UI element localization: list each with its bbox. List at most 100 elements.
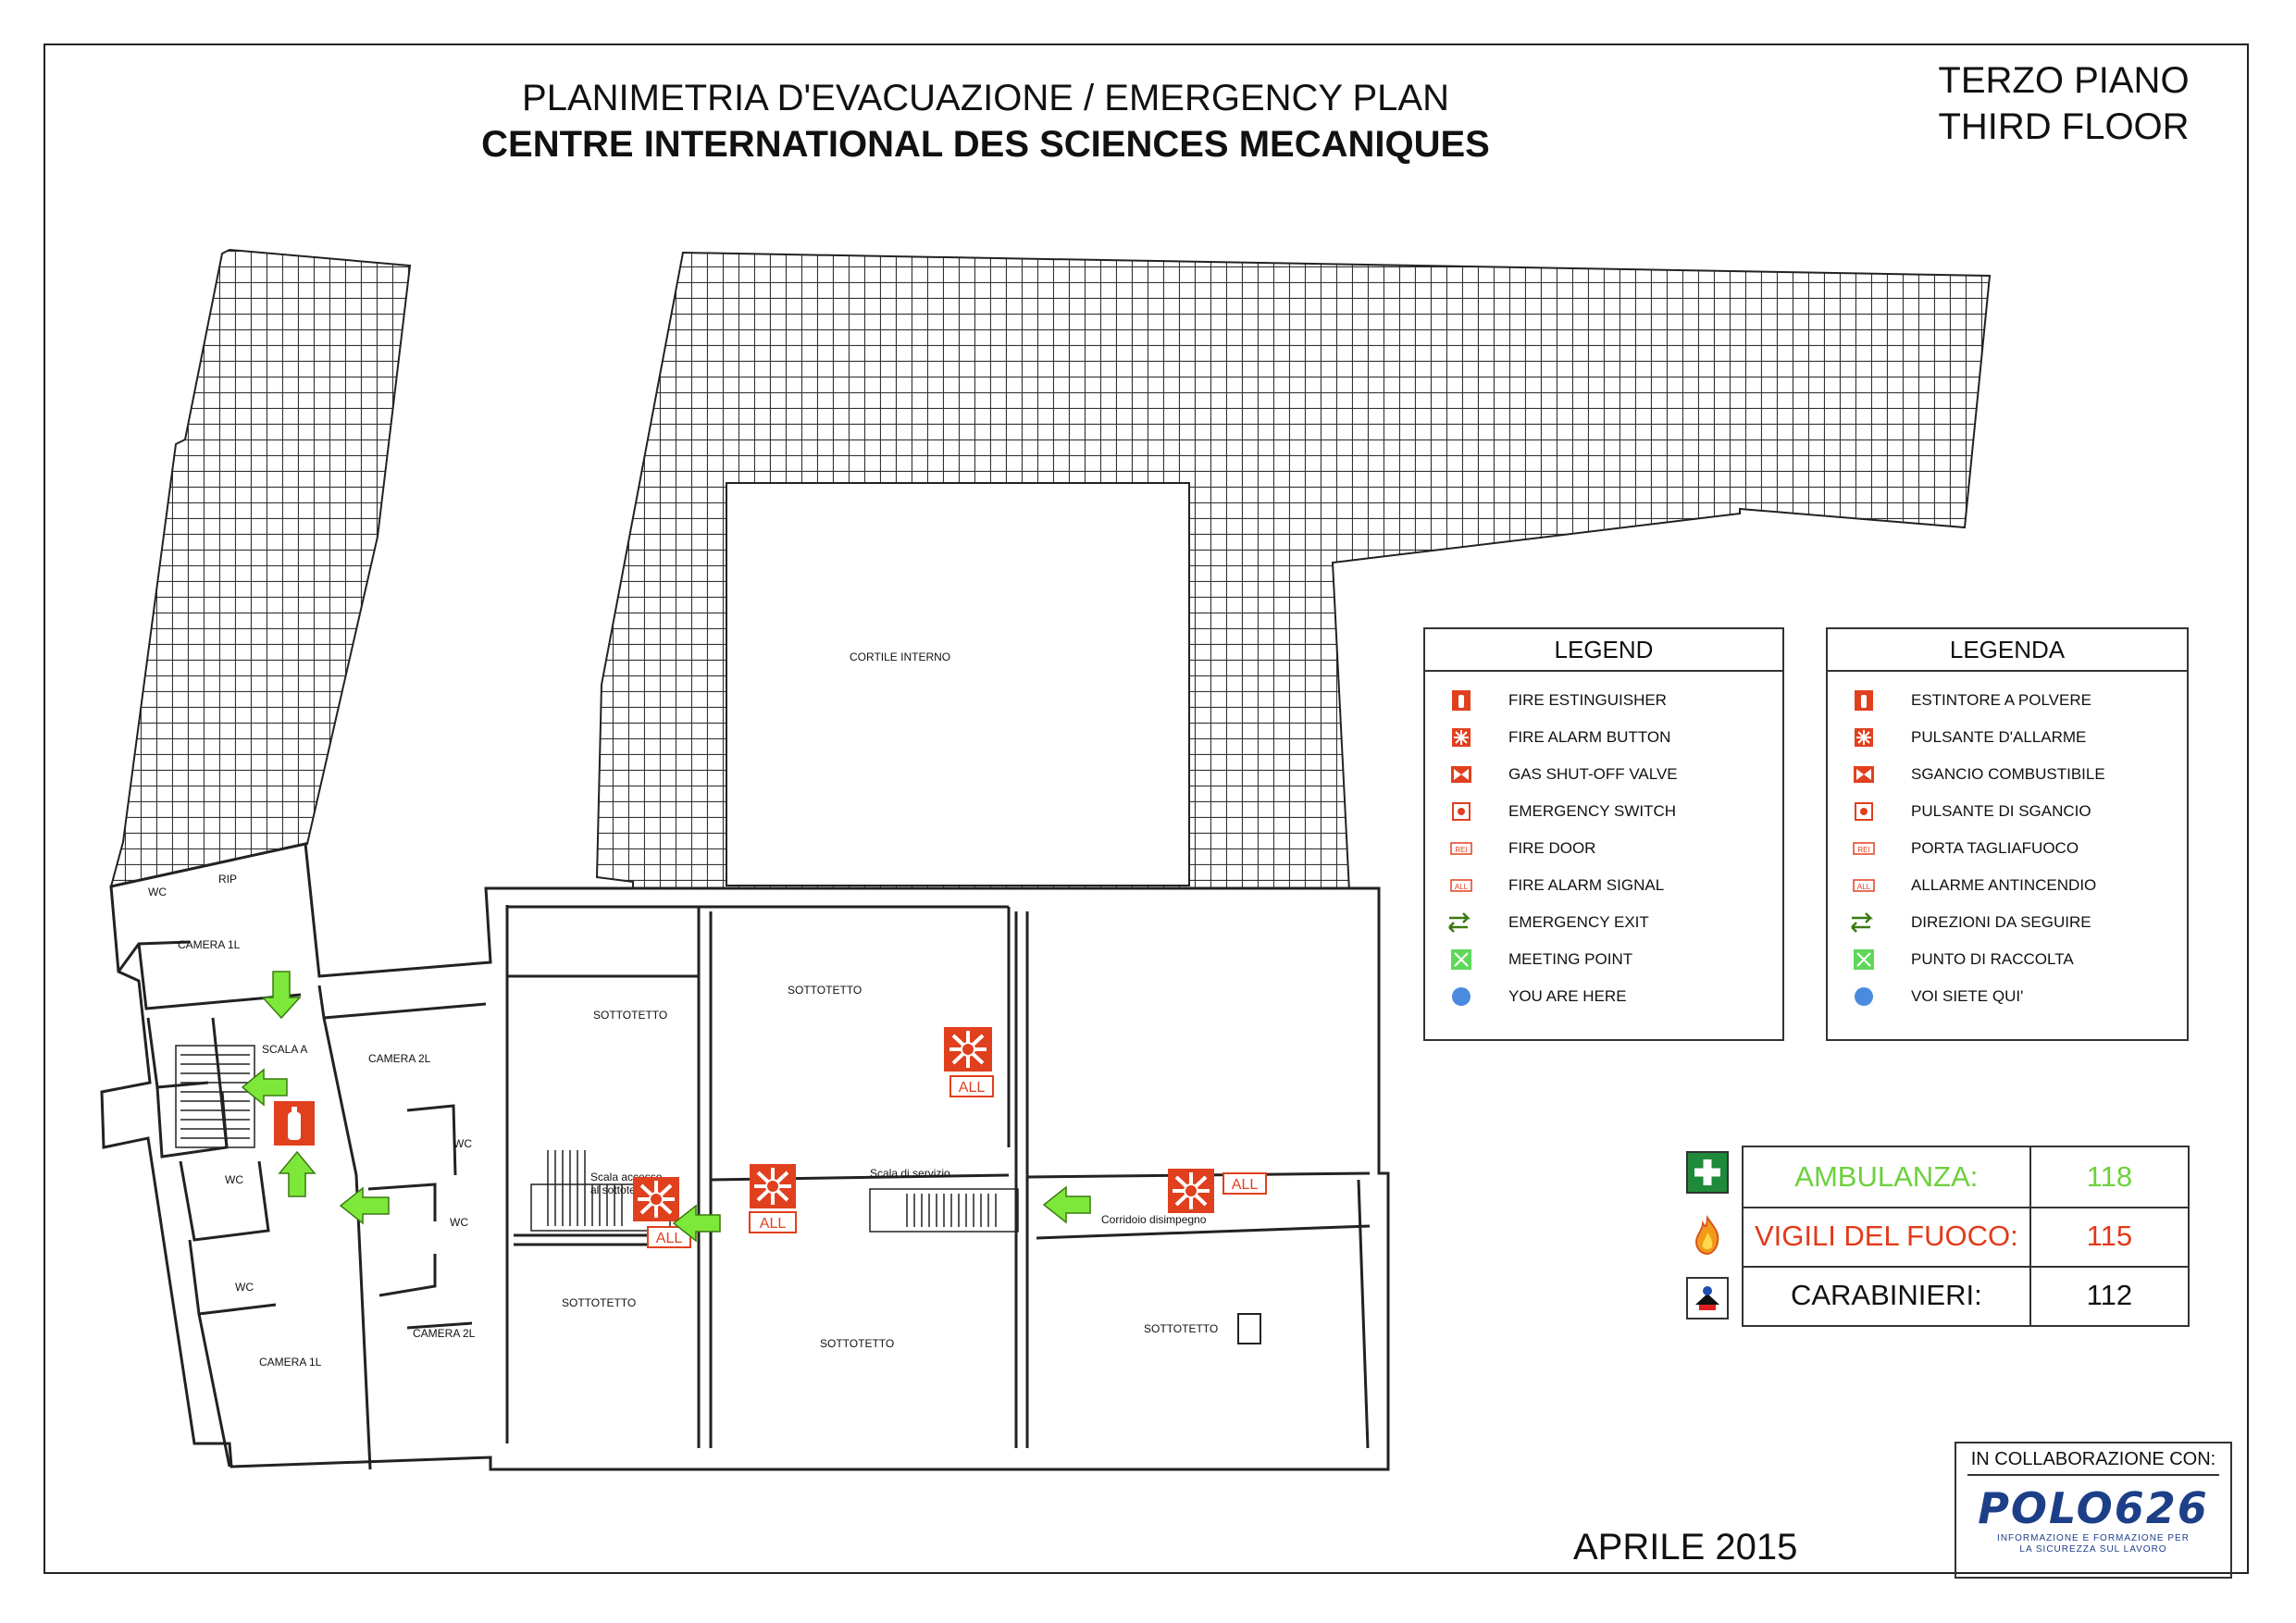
building-name: CENTRE INTERNATIONAL DES SCIENCES MECANI… [481, 124, 1490, 165]
emergency-row-fire-brigade: VIGILI DEL FUOCO: 115 [1744, 1207, 2188, 1268]
logo-subtitle: INFORMAZIONE E FORMAZIONE PER [1997, 1533, 2190, 1543]
stairs-service [869, 1188, 1019, 1233]
fire-extinguisher-icon [1850, 689, 1878, 712]
svg-text:REI: REI [1857, 846, 1869, 854]
you-are-here-icon [1850, 985, 1878, 1008]
room-label-sottotetto: SOTTOTETTO [820, 1337, 894, 1350]
svg-text:ALL: ALL [1857, 883, 1871, 891]
emergency-numbers-table: AMBULANZA: 118 VIGILI DEL FUOCO: 115 CAR… [1742, 1146, 2190, 1327]
room-label-wc: WC [225, 1173, 243, 1186]
courtyard [726, 482, 1190, 886]
fire-extinguisher-marker [274, 1101, 315, 1146]
legend-item: ESTINTORE A POLVERE [1828, 687, 2091, 714]
fire-alarm-signal-marker: ALL [949, 1075, 994, 1097]
exit-arrow-up [278, 1150, 316, 1197]
room-label-sottotetto: SOTTOTETTO [1144, 1322, 1218, 1335]
emergency-exit-arrows-icon [1850, 911, 1878, 934]
gas-valve-icon [1447, 763, 1475, 786]
floor-italian: TERZO PIANO [1938, 60, 2190, 101]
fire-alarm-signal-icon: ALL [1850, 874, 1878, 897]
map-frame [43, 43, 2249, 1574]
legend-item: DIREZIONI DA SEGUIRE [1828, 909, 2091, 936]
fire-door-icon: REI [1850, 837, 1878, 860]
legend-italian: LEGENDA ESTINTORE A POLVERE PULSANTE D'A… [1826, 627, 2189, 1041]
legend-item: ALL ALLARME ANTINCENDIO [1828, 872, 2096, 899]
plan-title: PLANIMETRIA D'EVACUAZIONE / EMERGENCY PL… [522, 78, 1449, 118]
floor-english: THIRD FLOOR [1938, 106, 2190, 147]
legend-item: FIRE ALARM BUTTON [1425, 724, 1670, 751]
legend-item: REI FIRE DOOR [1425, 835, 1595, 862]
svg-text:ALL: ALL [1455, 883, 1469, 891]
legend-item: VOI SIETE QUI' [1828, 983, 2023, 1010]
legend-item: GAS SHUT-OFF VALVE [1425, 761, 1678, 788]
fire-alarm-signal-marker: ALL [647, 1226, 691, 1248]
polo626-logo: POLO626 [1978, 1483, 2209, 1533]
room-label-scala-servizio: Scala di servizio [870, 1167, 950, 1180]
collaboration-box: IN COLLABORAZIONE CON: POLO626 INFORMAZI… [1955, 1442, 2232, 1579]
legend-item: SGANCIO COMBUSTIBILE [1828, 761, 2105, 788]
svg-text:ALL: ALL [656, 1231, 683, 1246]
fire-alarm-button-marker [944, 1027, 992, 1072]
logo-subtitle: LA SICUREZZA SUL LAVORO [2019, 1544, 2167, 1555]
room-label-wc: WC [453, 1137, 472, 1150]
legend-item: PUNTO DI RACCOLTA [1828, 946, 2074, 973]
room-label-sottotetto: SOTTOTETTO [788, 984, 862, 997]
room-label-camera-2l: CAMERA 2L [413, 1327, 476, 1340]
legend-title: LEGEND [1425, 629, 1782, 672]
room-label-camera-1l: CAMERA 1L [259, 1356, 322, 1369]
exit-arrow-left [339, 1186, 390, 1225]
exit-arrow-left [241, 1068, 288, 1107]
exit-arrow-down [261, 971, 302, 1020]
room-label-scala-a: SCALA A [262, 1043, 307, 1056]
fire-extinguisher-icon [1447, 689, 1475, 712]
fire-alarm-signal-marker: ALL [1222, 1172, 1267, 1195]
legend-item: MEETING POINT [1425, 946, 1632, 973]
exit-arrow-left [672, 1204, 721, 1243]
legend-item: REI PORTA TAGLIAFUOCO [1828, 835, 2079, 862]
fire-alarm-button-marker [633, 1177, 679, 1221]
emergency-switch-icon [1850, 800, 1878, 823]
room-label-camera-1l: CAMERA 1L [178, 938, 241, 951]
fire-icon [1686, 1214, 1729, 1257]
fire-alarm-signal-icon: ALL [1447, 874, 1475, 897]
roof-west [109, 248, 412, 888]
emergency-exit-arrows [241, 971, 1091, 1243]
plan-date: APRILE 2015 [1573, 1527, 1798, 1567]
legend-item: FIRE ESTINGUISHER [1425, 687, 1667, 714]
room-label-sottotetto: SOTTOTETTO [593, 1009, 667, 1022]
small-cabinet [1237, 1313, 1261, 1344]
meeting-point-icon [1850, 948, 1878, 971]
fire-alarm-button-icon [1447, 726, 1475, 749]
svg-text:ALL: ALL [959, 1080, 986, 1096]
interior-walls [117, 905, 1371, 1470]
legend-english: LEGEND FIRE ESTINGUISHER FIRE ALARM BUTT… [1423, 627, 1784, 1041]
room-label-camera-2l: CAMERA 2L [368, 1052, 431, 1065]
gas-valve-icon [1850, 763, 1878, 786]
police-icon [1686, 1277, 1729, 1319]
room-label-wc: WC [148, 886, 167, 898]
meeting-point-icon [1447, 948, 1475, 971]
fire-alarm-button-marker [750, 1164, 796, 1208]
collaboration-label: IN COLLABORAZIONE CON: [1970, 1449, 2216, 1469]
emergency-row-ambulance: AMBULANZA: 118 [1744, 1147, 2188, 1208]
legend-item: EMERGENCY SWITCH [1425, 798, 1676, 825]
legend-title: LEGENDA [1828, 629, 2187, 672]
legend-item: EMERGENCY EXIT [1425, 909, 1649, 936]
fire-alarm-button-icon [1850, 726, 1878, 749]
courtyard-label: CORTILE INTERNO [850, 650, 950, 663]
exit-arrow-left [1042, 1185, 1091, 1224]
emergency-switch-icon [1447, 800, 1475, 823]
floor-label: TERZO PIANO THIRD FLOOR [1897, 57, 2230, 150]
building-outline [100, 842, 1390, 1471]
room-label-sottotetto: SOTTOTETTO [562, 1296, 636, 1309]
svg-text:ALL: ALL [1232, 1177, 1259, 1193]
emergency-row-carabinieri: CARABINIERI: 112 [1744, 1266, 2188, 1325]
svg-text:REI: REI [1455, 846, 1467, 854]
room-label-corridoio: Corridoio disimpegno [1101, 1213, 1207, 1226]
you-are-here-icon [1447, 985, 1475, 1008]
fire-alarm-button-marker [1168, 1169, 1214, 1213]
fire-alarm-signal-marker: ALL [749, 1211, 797, 1233]
svg-text:ALL: ALL [760, 1216, 787, 1232]
fire-door-icon: REI [1447, 837, 1475, 860]
